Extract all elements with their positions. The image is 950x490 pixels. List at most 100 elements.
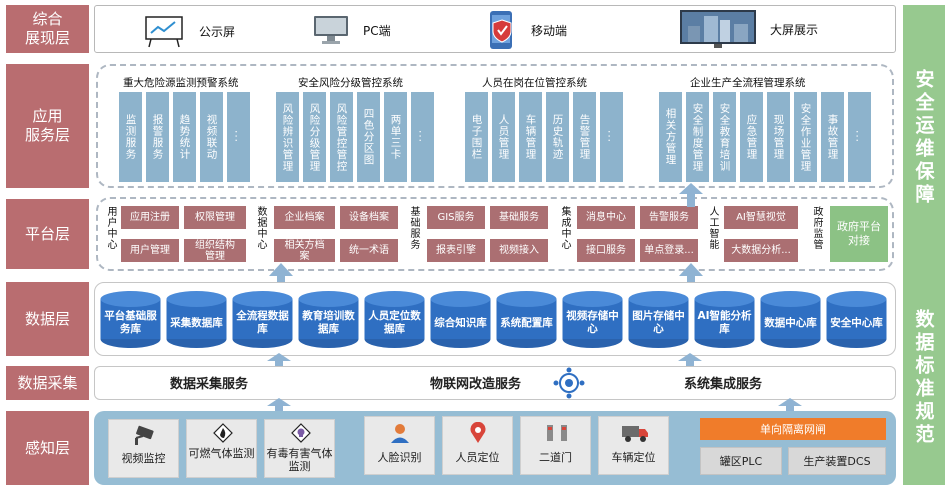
app-item: 安全制度管理 xyxy=(686,92,709,182)
layer-label-collect: 数据采集 xyxy=(6,366,89,400)
database-label: AI智能分析库 xyxy=(697,310,752,335)
platform-service: GIS服务 xyxy=(427,206,485,229)
collect-service: 物联网改造服务 xyxy=(430,377,522,392)
app-item: 四色分区图 xyxy=(357,92,380,182)
up-arrow-icon xyxy=(679,263,703,291)
app-item: 安全作业管理 xyxy=(794,92,817,182)
database-label: 采集数据库 xyxy=(170,316,223,329)
database-cylinder: AI智能分析库 xyxy=(694,291,755,349)
database-cylinder: 教育培训数据库 xyxy=(298,291,359,349)
platform-service: 基础服务 xyxy=(490,206,548,229)
database-cylinder: 系统配置库 xyxy=(496,291,557,349)
truck-icon xyxy=(622,426,648,442)
sense-device-label: 车辆定位 xyxy=(611,451,656,464)
platform-service: 设备档案 xyxy=(340,206,398,229)
sense-device-gas: 可燃气体监测 xyxy=(186,419,257,478)
database-label: 平台基础服务库 xyxy=(104,310,157,335)
face-id-icon xyxy=(391,424,409,443)
up-arrow-icon xyxy=(679,183,703,207)
platform-service: 权限管理 xyxy=(184,206,246,229)
right-bar-ops: 安全运维保障 xyxy=(903,5,945,270)
platform-service: 报表引擎 xyxy=(427,239,485,262)
platform-service: 相关方档案 xyxy=(274,239,335,262)
display-item-label: 大屏展示 xyxy=(770,22,819,37)
skull-icon xyxy=(291,423,311,443)
up-arrow-icon xyxy=(269,263,293,291)
database-cylinder: 安全中心库 xyxy=(826,291,887,349)
app-item: ... xyxy=(600,92,623,182)
sense-device-label: 人脸识别 xyxy=(377,451,422,464)
database-label: 综合知识库 xyxy=(434,316,487,329)
database-cylinder: 图片存储中心 xyxy=(628,291,689,349)
database-cylinder: 人员定位数据库 xyxy=(364,291,425,349)
billboard-icon xyxy=(145,16,183,48)
turnstile-gate-icon xyxy=(547,425,567,441)
platform-group-label: 用户中心 xyxy=(105,206,116,250)
big-screen-icon xyxy=(680,10,756,48)
database-label: 安全中心库 xyxy=(830,316,883,329)
collect-service: 系统集成服务 xyxy=(684,377,763,392)
platform-service: AI智慧视觉 xyxy=(724,206,798,229)
up-arrow-icon xyxy=(267,398,291,412)
display-item-label: 公示屏 xyxy=(199,24,236,39)
app-item: 历史轨迹 xyxy=(546,92,569,182)
iot-network-icon xyxy=(553,367,585,399)
display-item-mobile: 移动端 xyxy=(487,10,567,50)
sense-device-label: 人员定位 xyxy=(455,451,500,464)
app-item: 人员管理 xyxy=(492,92,515,182)
up-arrow-icon xyxy=(267,353,291,367)
app-item: 安全教育培训 xyxy=(713,92,736,182)
location-pin-icon xyxy=(470,422,486,443)
sense-device-label: 可燃气体监测 xyxy=(188,447,255,460)
sense-device-label: 视频监控 xyxy=(121,452,166,465)
collect-service: 数据采集服务 xyxy=(170,377,249,392)
platform-service: 接口服务 xyxy=(577,239,635,262)
app-item: 告警管理 xyxy=(573,92,596,182)
system-title: 安全风险分级管控系统 xyxy=(298,77,403,89)
layer-label-platform: 平台层 xyxy=(6,199,89,269)
platform-group-label: 政府监管 xyxy=(811,206,822,250)
system-title: 人员在岗在位管控系统 xyxy=(482,77,587,89)
sense-device-gate: 二道门 xyxy=(520,416,591,475)
right-bar-standards: 数据标准规范 xyxy=(903,270,945,485)
flame-icon xyxy=(213,423,233,443)
up-arrow-icon xyxy=(778,398,802,412)
layer-label-data: 数据层 xyxy=(6,282,89,356)
app-item: 相关方管理 xyxy=(659,92,682,182)
app-item: 现场管理 xyxy=(767,92,790,182)
display-panel: 公示屏 PC端 移动端 xyxy=(94,5,896,53)
up-arrow-icon xyxy=(678,353,702,367)
platform-service: 单点登录... xyxy=(640,239,698,262)
app-item: 监测服务 xyxy=(119,92,142,182)
plc-box: 罐区PLC xyxy=(700,447,782,475)
app-item: 报警服务 xyxy=(146,92,169,182)
platform-service: 告警服务 xyxy=(640,206,698,229)
sense-device-position: 人员定位 xyxy=(442,416,513,475)
app-item: 风险管控管控 xyxy=(330,92,353,182)
platform-service: 组织结构管理 xyxy=(184,239,246,262)
app-item: 趋势统计 xyxy=(173,92,196,182)
app-item: 电子围栏 xyxy=(465,92,488,182)
collect-panel xyxy=(94,366,896,400)
sense-device-label: 有毒有害气体监测 xyxy=(266,447,333,473)
database-label: 全流程数据库 xyxy=(236,310,289,335)
one-way-gateway: 单向隔离网闸 xyxy=(700,418,886,440)
platform-service: 企业档案 xyxy=(274,206,335,229)
database-cylinder: 平台基础服务库 xyxy=(100,291,161,349)
layer-label-display: 综合 展现层 xyxy=(6,5,89,53)
mobile-shield-icon xyxy=(490,11,512,49)
sense-device-video: 视频监控 xyxy=(108,419,179,478)
app-item: 视频联动 xyxy=(200,92,223,182)
app-item: 应急管理 xyxy=(740,92,763,182)
display-item-label: PC端 xyxy=(363,23,391,38)
platform-group-label: 数据中心 xyxy=(255,206,266,250)
layer-label-app: 应用 服务层 xyxy=(6,64,89,188)
platform-service: 消息中心 xyxy=(577,206,635,229)
platform-service: 视频接入 xyxy=(490,239,548,262)
database-cylinder: 综合知识库 xyxy=(430,291,491,349)
platform-group-label: 基础服务 xyxy=(408,206,419,250)
database-label: 图片存储中心 xyxy=(632,310,685,335)
cctv-camera-icon xyxy=(135,425,154,445)
dcs-box: 生产装置DCS xyxy=(788,447,886,475)
